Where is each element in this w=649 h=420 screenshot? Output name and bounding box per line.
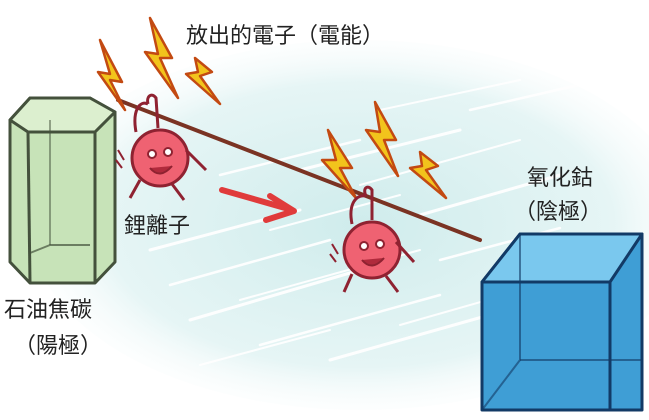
electron-energy-label: 放出的電子（電能） (186, 24, 385, 49)
cathode-material-label: 氧化鈷 (527, 166, 594, 191)
anode-role-label: （陽極） (14, 334, 103, 359)
lightning-bolt-icon (96, 16, 222, 112)
electron-wire (116, 98, 482, 242)
cathode-cube (480, 232, 644, 412)
anode-prism (8, 96, 117, 285)
cathode-role-label: （陰極） (514, 200, 603, 225)
lightning-bolt-icon (320, 100, 448, 200)
anode-material-label: 石油焦碳 (4, 298, 93, 323)
lithium-ion-character (115, 93, 208, 201)
lithium-ion-character (329, 185, 416, 293)
arrow-right-icon (219, 187, 297, 223)
lithium-ion-label: 鋰離子 (124, 214, 191, 239)
